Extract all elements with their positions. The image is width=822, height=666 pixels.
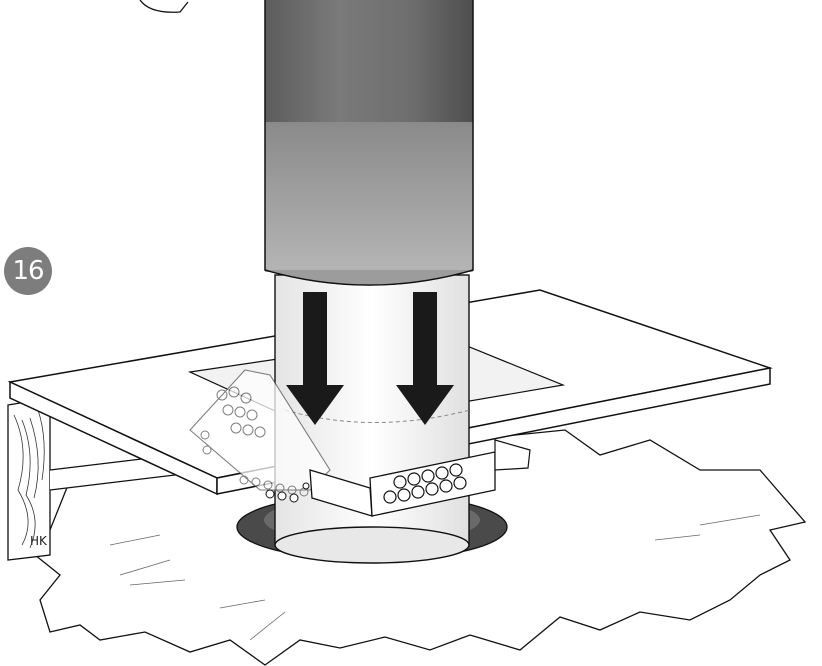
artist-signature: HK [30,534,48,548]
arrow-right-icon [396,292,454,425]
mounting-bracket-left [189,369,331,497]
step-number-badge: 16 [4,247,52,295]
mounting-bracket-right [265,439,531,517]
insert-direction-arrows [286,292,454,425]
previous-figure-fragment [139,0,189,13]
arrow-left-icon [286,292,344,425]
